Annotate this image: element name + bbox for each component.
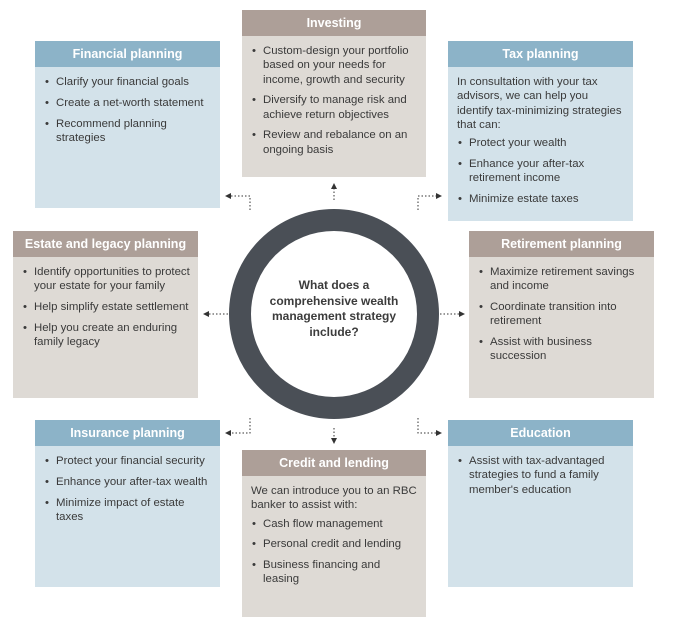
investing-body: Custom-design your portfolio based on yo… <box>242 36 426 172</box>
list-item: Minimize estate taxes <box>457 192 625 207</box>
center-question: What does a comprehensive wealth managem… <box>269 278 399 339</box>
list-item: Create a net-worth statement <box>44 96 212 111</box>
financial-planning-title: Financial planning <box>35 41 220 67</box>
list-item: Identify opportunities to protect your e… <box>22 265 190 294</box>
credit-lending-box: Credit and lending We can introduce you … <box>242 450 426 617</box>
investing-title: Investing <box>242 10 426 36</box>
estate-legacy-body: Identify opportunities to protect your e… <box>13 257 198 364</box>
list-item: Personal credit and lending <box>251 537 418 552</box>
list-item: Help you create an enduring family legac… <box>22 321 190 350</box>
insurance-planning-box: Insurance planning Protect your financia… <box>35 420 220 587</box>
list-item: Protect your wealth <box>457 136 625 151</box>
education-title: Education <box>448 420 633 446</box>
list-item: Recommend planning strategies <box>44 117 212 146</box>
list-item: Assist with business succession <box>478 335 646 364</box>
list-item: Review and rebalance on an ongoing basis <box>251 128 418 157</box>
center-ring <box>229 209 439 419</box>
connector-education <box>417 418 442 436</box>
credit-lending-body: We can introduce you to an RBC banker to… <box>242 476 426 602</box>
list-item: Protect your financial security <box>44 454 212 469</box>
list-item: Enhance your after-tax wealth <box>44 475 212 490</box>
estate-legacy-box: Estate and legacy planning Identify oppo… <box>13 231 198 398</box>
connector-tax-planning <box>417 193 442 210</box>
retirement-planning-box: Retirement planning Maximize retirement … <box>469 231 654 398</box>
tax-planning-intro: In consultation with your tax advisors, … <box>457 76 622 131</box>
tax-planning-title: Tax planning <box>448 41 633 67</box>
education-box: Education Assist with tax-advantaged str… <box>448 420 633 587</box>
list-item: Maximize retirement savings and income <box>478 265 646 294</box>
insurance-planning-body: Protect your financial security Enhance … <box>35 446 220 539</box>
connector-financial-planning <box>225 193 251 210</box>
credit-lending-intro: We can introduce you to an RBC banker to… <box>251 485 417 512</box>
estate-legacy-title: Estate and legacy planning <box>13 231 198 257</box>
tax-planning-box: Tax planning In consultation with your t… <box>448 41 633 221</box>
list-item: Clarify your financial goals <box>44 75 212 90</box>
list-item: Coordinate transition into retirement <box>478 300 646 329</box>
connector-insurance-planning <box>225 418 251 436</box>
tax-planning-body: In consultation with your tax advisors, … <box>448 67 633 221</box>
credit-lending-title: Credit and lending <box>242 450 426 476</box>
list-item: Help simplify estate settlement <box>22 300 190 315</box>
list-item: Minimize impact of estate taxes <box>44 496 212 525</box>
list-item: Business financing and leasing <box>251 558 418 587</box>
list-item: Enhance your after-tax retirement income <box>457 157 625 186</box>
list-item: Cash flow management <box>251 517 418 532</box>
list-item: Assist with tax-advantaged strategies to… <box>457 454 625 497</box>
list-item: Diversify to manage risk and achieve ret… <box>251 93 418 122</box>
retirement-planning-body: Maximize retirement savings and income C… <box>469 257 654 379</box>
insurance-planning-title: Insurance planning <box>35 420 220 446</box>
retirement-planning-title: Retirement planning <box>469 231 654 257</box>
financial-planning-box: Financial planning Clarify your financia… <box>35 41 220 208</box>
education-body: Assist with tax-advantaged strategies to… <box>448 446 633 512</box>
investing-box: Investing Custom-design your portfolio b… <box>242 10 426 177</box>
list-item: Custom-design your portfolio based on yo… <box>251 44 418 87</box>
financial-planning-body: Clarify your financial goals Create a ne… <box>35 67 220 160</box>
